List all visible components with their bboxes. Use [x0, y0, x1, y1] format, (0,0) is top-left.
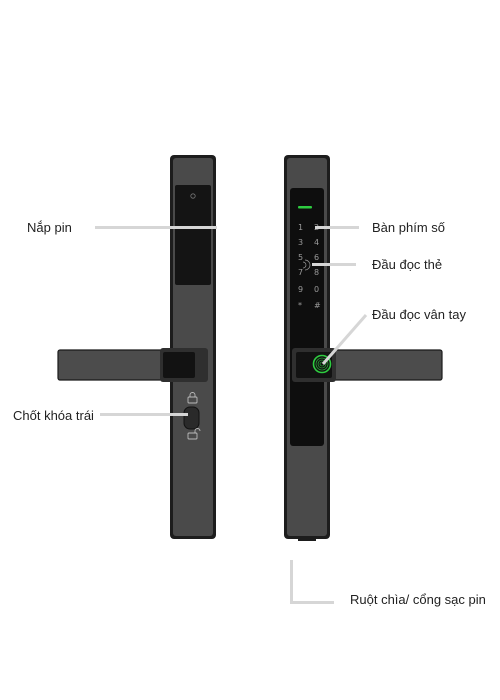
keypad-key: 0	[314, 285, 319, 294]
leader-fingerprint	[321, 314, 368, 365]
keypad-key: 6	[314, 253, 319, 262]
leader-charging-port-horizontal	[290, 601, 334, 604]
keypad-key: 3	[298, 238, 303, 247]
battery-cover-screw-icon	[190, 193, 196, 199]
outside-lock-unit: 1 2 3 4 5 6 7 8 9 0 * #	[284, 155, 443, 541]
keypad-key: 8	[314, 268, 319, 277]
leader-left-latch	[100, 413, 188, 416]
leader-charging-port-vertical	[290, 560, 293, 604]
lock-icon	[187, 392, 198, 404]
keypad-key: 5	[298, 253, 303, 262]
label-left-latch: Chốt khóa trái	[13, 408, 94, 423]
inside-handle-hub	[163, 352, 195, 378]
label-fingerprint-reader: Đầu đọc vân tay	[372, 307, 466, 322]
keypad-key: 9	[298, 285, 303, 294]
charging-port-slot	[298, 538, 316, 541]
unlock-icon	[187, 428, 201, 440]
fingerprint-icon	[315, 357, 329, 371]
nfc-card-icon	[302, 259, 311, 271]
leader-keypad	[315, 226, 359, 229]
leader-lines	[95, 226, 368, 604]
label-keypad: Bàn phím số	[372, 220, 445, 235]
label-key-cylinder-charging-port: Ruột chìa/ cổng sạc pin	[350, 592, 486, 607]
keypad-key: *	[298, 301, 302, 310]
keypad-key: 7	[298, 268, 303, 277]
inside-lock-unit	[57, 155, 216, 539]
left-latch-knob	[183, 406, 200, 430]
keypad-key: 1	[298, 223, 303, 232]
label-card-reader: Đầu đọc thẻ	[372, 257, 443, 272]
leader-card-reader	[312, 263, 356, 266]
leader-battery-cover	[95, 226, 217, 229]
status-indicator-light	[298, 206, 312, 209]
label-battery-cover: Nắp pin	[27, 220, 72, 235]
battery-cover	[175, 185, 211, 285]
keypad-key: 4	[314, 238, 319, 247]
keypad-key: #	[314, 301, 321, 310]
